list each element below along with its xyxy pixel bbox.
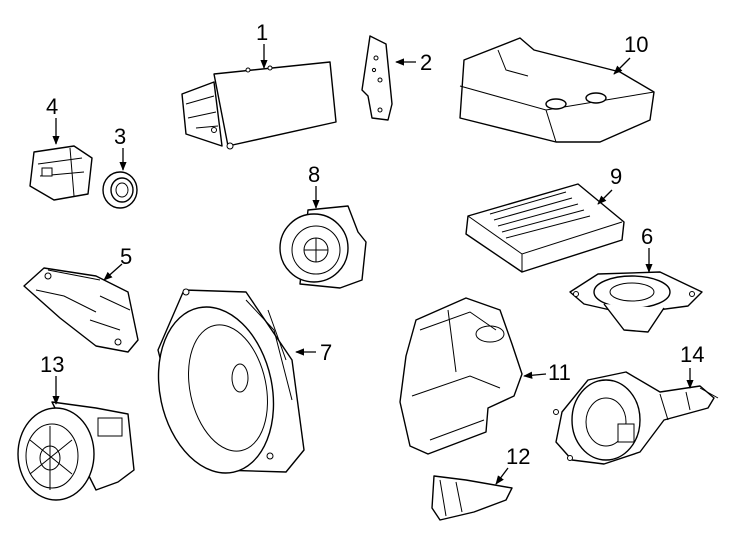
part-11-speaker-duct[interactable] (399, 297, 523, 455)
callout-label: 9 (610, 164, 622, 189)
part-7-large-speaker[interactable] (144, 288, 305, 484)
callout-label: 11 (548, 360, 571, 385)
callout-7: 7 (295, 340, 332, 365)
callout-label: 7 (320, 340, 332, 365)
part-8-tweeter[interactable] (279, 205, 367, 289)
callout-label: 5 (120, 244, 132, 269)
callout-10: 10 (613, 32, 648, 75)
callout-label: 8 (308, 162, 320, 187)
callout-6: 6 (641, 224, 653, 273)
callout-label: 4 (46, 94, 58, 119)
callout-label: 2 (420, 50, 432, 75)
callout-12: 12 (495, 444, 530, 485)
part-12-duct-piece[interactable] (431, 475, 513, 521)
callout-9: 9 (597, 164, 622, 205)
part-6-small-speaker[interactable] (569, 271, 703, 333)
callout-5: 5 (103, 244, 132, 281)
callout-label: 1 (256, 20, 268, 45)
part-9-amplifier[interactable] (465, 183, 625, 273)
callout-13: 13 (40, 352, 64, 405)
callout-label: 14 (680, 342, 704, 367)
part-5-module-bracket[interactable] (23, 267, 139, 353)
callout-label: 12 (506, 444, 530, 469)
callout-label: 3 (114, 124, 126, 149)
callout-11: 11 (523, 360, 571, 385)
callout-14: 14 (680, 342, 704, 389)
part-1-display-unit[interactable] (181, 61, 337, 150)
part-3-knob[interactable] (102, 171, 138, 209)
callout-label: 10 (624, 32, 648, 57)
callout-label: 6 (641, 224, 653, 249)
callout-3: 3 (114, 124, 127, 171)
callout-4: 4 (46, 94, 60, 145)
part-4-switch[interactable] (29, 145, 93, 201)
callout-1: 1 (256, 20, 268, 69)
part-10-control-unit[interactable] (459, 37, 655, 143)
part-14-speaker-with-bracket[interactable] (553, 371, 719, 465)
callout-label: 13 (40, 352, 64, 377)
callout-8: 8 (308, 162, 320, 209)
part-13-woofer[interactable] (17, 401, 135, 501)
callout-2: 2 (395, 50, 432, 75)
part-2-bracket[interactable] (361, 35, 393, 121)
